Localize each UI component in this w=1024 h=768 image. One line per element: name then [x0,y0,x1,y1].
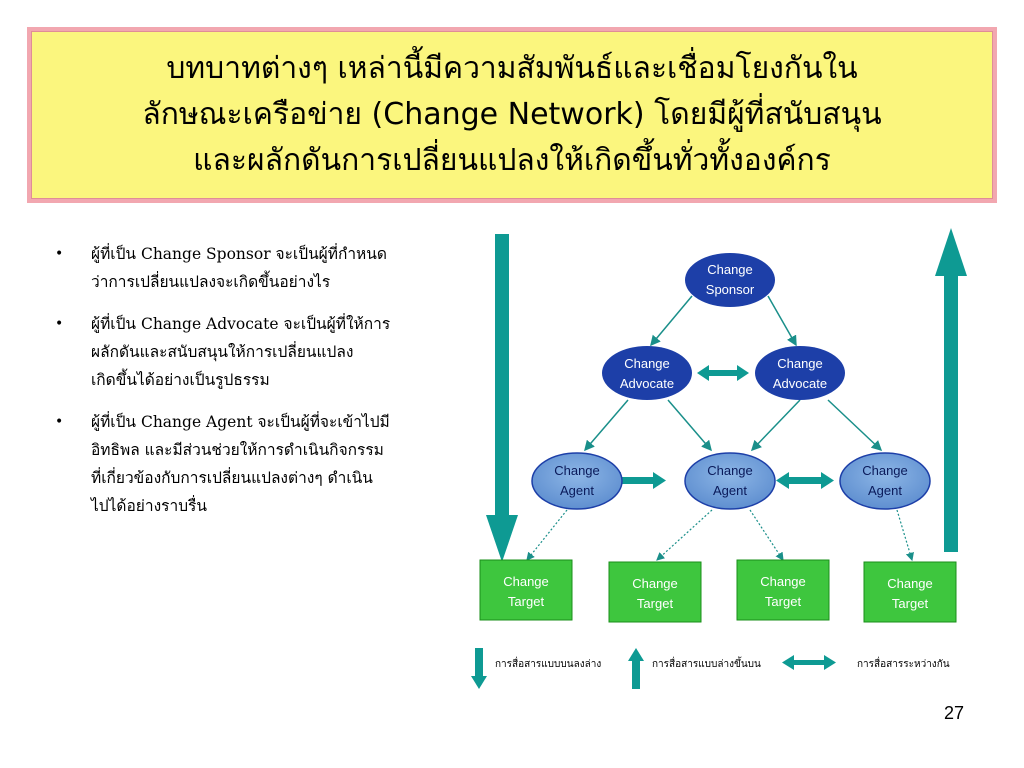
bullet-dot: • [55,246,64,262]
legend-up-label: การสื่อสารแบบล่างขึ้นบน [652,656,761,670]
node-text: Advocate [773,376,827,391]
big-up-arrow-icon [935,228,967,552]
page-number: 27 [943,703,964,723]
node-text: Change [760,574,806,589]
node-text: Agent [560,483,594,498]
node-text: Target [892,596,929,611]
node-text: Change [862,463,908,478]
node-text: Advocate [620,376,674,391]
bullet-line: ผลักดันและสนับสนุนให้การเปลี่ยนแปลง [91,343,354,361]
node-text: Sponsor [706,282,755,297]
node-agent-mid: Change Agent [684,452,776,510]
node-text: Agent [868,483,902,498]
node-agent-right: Change Agent [839,452,931,510]
bullet-line: อิทธิพล และมีส่วนช่วยให้การดำเนินกิจกรรม [91,441,384,459]
node-target-2: Change Target [608,561,702,623]
bullet-line: เกิดขึ้นได้อย่างเป็นรูปธรรม [91,371,270,389]
node-text: Change [887,576,933,591]
node-text: Change [707,262,753,277]
node-target-1: Change Target [479,559,573,621]
legend-up-arrow-icon [628,648,644,689]
legend-down-label: การสื่อสารแบบบนลงล่าง [495,656,601,670]
legend: การสื่อสารแบบบนลงล่าง การสื่อสารแบบล่างข… [471,648,950,689]
node-text: Change [707,463,753,478]
node-text: Change [554,463,600,478]
title-line-3: และผลักดันการเปลี่ยนแปลงให้เกิดขึ้นทั่วท… [193,143,831,178]
node-text: Agent [713,483,747,498]
bullet-sponsor: • ผู้ที่เป็น Change Sponsor จะเป็นผู้ที่… [55,240,450,296]
hierarchy-lines [584,295,883,452]
title-line-2: ลักษณะเครือข่าย (Change Network) โดยมีผู… [142,97,882,132]
legend-both-label: การสื่อสารระหว่างกัน [857,656,950,670]
bullet-line: ผู้ที่เป็น Change Sponsor จะเป็นผู้ที่กำ… [91,245,387,263]
node-text: Target [508,594,545,609]
node-text: Change [624,356,670,371]
node-advocate-right: Change Advocate [755,346,845,400]
bullet-line: ว่าการเปลี่ยนแปลงจะเกิดขึ้นอย่างไร [91,273,331,291]
title-box: บทบาทต่างๆ เหล่านี้มีความสัมพันธ์และเชื่… [27,27,997,203]
bullet-advocate: • ผู้ที่เป็น Change Advocate จะเป็นผู้ที… [55,310,450,394]
bullet-line: ไปได้อย่างราบรื่น [91,497,207,515]
change-network-diagram: Change Sponsor Change Advocate Change Ad… [471,228,967,689]
node-advocate-left: Change Advocate [602,346,692,400]
double-arrow-icon [776,472,834,489]
node-sponsor: Change Sponsor [685,253,775,307]
bullet-dot: • [55,316,64,332]
legend-double-arrow-icon [782,655,836,670]
bullet-line: ผู้ที่เป็น Change Advocate จะเป็นผู้ที่ใ… [91,315,391,333]
bullet-list: • ผู้ที่เป็น Change Sponsor จะเป็นผู้ที่… [55,240,450,530]
double-arrow-icon [697,365,749,381]
node-target-3: Change Target [736,559,830,621]
node-agent-left: Change Agent [531,452,623,510]
big-down-arrow-icon [486,234,518,562]
node-text: Target [637,596,674,611]
agent-target-lines [526,509,914,562]
node-text: Change [777,356,823,371]
node-text: Change [503,574,549,589]
bullet-dot: • [55,414,64,430]
legend-down-arrow-icon [471,648,487,689]
node-text: Change [632,576,678,591]
bullet-agent: • ผู้ที่เป็น Change Agent จะเป็นผู้ที่จะ… [55,408,450,520]
node-text: Target [765,594,802,609]
bullet-line: ที่เกี่ยวข้องกับการเปลี่ยนแปลงต่างๆ ดำเน… [91,469,373,487]
bullet-line: ผู้ที่เป็น Change Agent จะเป็นผู้ที่จะเข… [91,413,390,431]
title-line-1: บทบาทต่างๆ เหล่านี้มีความสัมพันธ์และเชื่… [166,51,858,86]
node-target-4: Change Target [863,561,957,623]
